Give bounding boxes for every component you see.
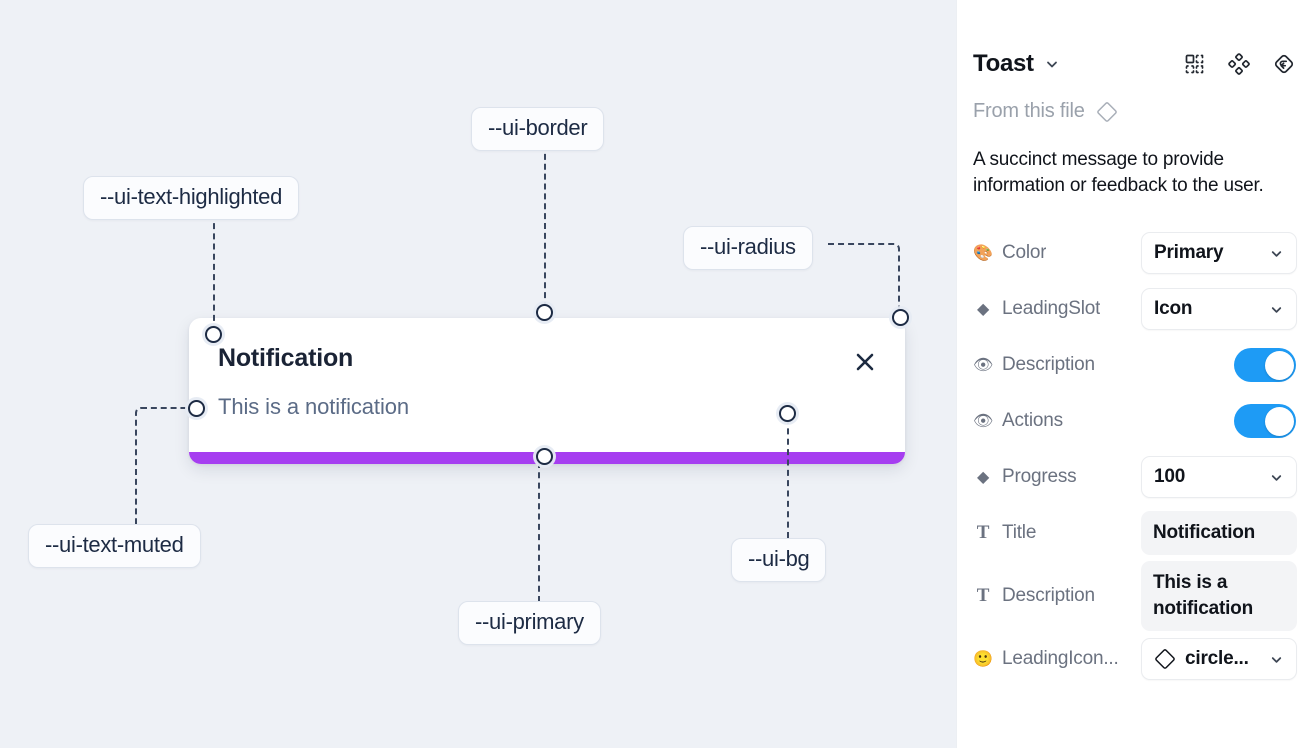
- toast-component[interactable]: Notification This is a notification: [189, 318, 905, 464]
- panel-header: Toast: [973, 36, 1296, 92]
- diamond-outline-icon: [1096, 101, 1118, 123]
- diamond-filled-icon: ◆: [976, 469, 990, 486]
- toast-title: Notification: [218, 344, 354, 372]
- diamond-filled-icon: ◆: [976, 301, 990, 318]
- anchor-dot-ui-bg[interactable]: [779, 405, 796, 422]
- property-row-description: 👁 Description: [973, 337, 1296, 393]
- property-name-description: Description: [1002, 354, 1095, 375]
- token-label-ui-bg[interactable]: --ui-bg: [731, 538, 827, 582]
- token-label-ui-text-muted[interactable]: --ui-text-muted: [28, 524, 201, 568]
- text-icon: T: [976, 522, 990, 543]
- progress-select[interactable]: 100: [1141, 456, 1297, 498]
- chevron-down-icon: [1269, 652, 1284, 667]
- from-this-file-label: From this file: [973, 100, 1085, 122]
- anchor-dot-ui-text-highlighted[interactable]: [205, 326, 222, 343]
- description-field[interactable]: This is a notification: [1141, 561, 1297, 631]
- description-toggle[interactable]: [1234, 348, 1296, 382]
- toggle-knob: [1264, 350, 1294, 380]
- component-icon[interactable]: [1184, 53, 1206, 75]
- chevron-down-icon: [1269, 302, 1284, 317]
- property-label-title: T Title: [973, 522, 1141, 544]
- property-list: 🎨 Color Primary: [973, 225, 1297, 687]
- property-label-description-text: T Description: [973, 585, 1141, 607]
- property-name-title: Title: [1002, 522, 1037, 543]
- close-icon[interactable]: [851, 348, 879, 376]
- color-select[interactable]: Primary: [1141, 232, 1297, 274]
- property-name-progress: Progress: [1002, 466, 1077, 487]
- anchor-dot-ui-primary[interactable]: [536, 448, 553, 465]
- property-row-color: 🎨 Color Primary: [973, 225, 1297, 281]
- actions-toggle[interactable]: [1234, 404, 1296, 438]
- toast-description: This is a notification: [218, 394, 409, 419]
- text-icon: T: [976, 585, 990, 606]
- property-label-actions: 👁 Actions: [973, 410, 1141, 432]
- property-row-progress: ◆ Progress 100: [973, 449, 1297, 505]
- design-canvas[interactable]: Notification This is a notification --ui…: [0, 0, 956, 748]
- token-label-ui-primary[interactable]: --ui-primary: [458, 601, 601, 645]
- property-name-description-text: Description: [1002, 585, 1095, 606]
- reset-instance-icon[interactable]: [1272, 52, 1296, 76]
- page-title: Toast: [973, 50, 1034, 77]
- anchor-dot-ui-radius[interactable]: [892, 309, 909, 326]
- property-label-leading-slot: ◆ LeadingSlot: [973, 298, 1141, 320]
- connector-ui-border: [544, 144, 546, 308]
- smiley-icon: 🙂: [973, 651, 993, 668]
- properties-panel: Toast: [956, 0, 1312, 748]
- property-row-leading-slot: ◆ LeadingSlot Icon: [973, 281, 1297, 337]
- eye-icon: 👁: [972, 357, 994, 374]
- property-row-title: T Title Notification: [973, 505, 1297, 561]
- property-name-leading-slot: LeadingSlot: [1002, 298, 1101, 319]
- title-field[interactable]: Notification: [1141, 511, 1297, 555]
- token-label-ui-radius[interactable]: --ui-radius: [683, 226, 813, 270]
- from-this-file-row[interactable]: From this file: [973, 100, 1296, 123]
- component-description: A succinct message to provide informatio…: [973, 149, 1264, 196]
- chevron-down-icon: [1269, 470, 1284, 485]
- chevron-down-icon: [1269, 246, 1284, 261]
- eye-icon: 👁: [972, 413, 994, 430]
- diamond-outline-icon: [1154, 648, 1176, 670]
- toggle-knob: [1264, 406, 1294, 436]
- header-icon-group: [1184, 52, 1296, 76]
- palette-icon: 🎨: [973, 245, 993, 262]
- connector-ui-text-muted: [135, 407, 193, 525]
- property-label-leading-icon: 🙂 LeadingIcon...: [973, 648, 1141, 670]
- property-row-leading-icon: 🙂 LeadingIcon... circle...: [973, 631, 1297, 687]
- connector-ui-bg: [787, 418, 789, 538]
- chevron-down-icon[interactable]: [1044, 56, 1060, 72]
- leading-icon-select[interactable]: circle...: [1141, 638, 1297, 680]
- property-label-color: 🎨 Color: [973, 242, 1141, 264]
- anchor-dot-ui-text-muted[interactable]: [188, 400, 205, 417]
- leading-slot-select[interactable]: Icon: [1141, 288, 1297, 330]
- property-name-actions: Actions: [1002, 410, 1063, 431]
- property-label-description: 👁 Description: [973, 354, 1141, 376]
- connector-ui-text-highlighted: [213, 213, 215, 331]
- property-name-leading-icon: LeadingIcon...: [1002, 648, 1119, 669]
- token-label-ui-text-highlighted[interactable]: --ui-text-highlighted: [83, 176, 300, 220]
- variants-icon[interactable]: [1228, 53, 1250, 75]
- connector-ui-primary: [538, 462, 540, 602]
- connector-ui-radius: [828, 243, 900, 315]
- token-label-ui-border[interactable]: --ui-border: [471, 107, 605, 151]
- property-row-description-text: T Description This is a notification: [973, 561, 1297, 631]
- property-label-progress: ◆ Progress: [973, 466, 1141, 488]
- anchor-dot-ui-border[interactable]: [536, 304, 553, 321]
- property-name-color: Color: [1002, 242, 1047, 263]
- property-row-actions: 👁 Actions: [973, 393, 1296, 449]
